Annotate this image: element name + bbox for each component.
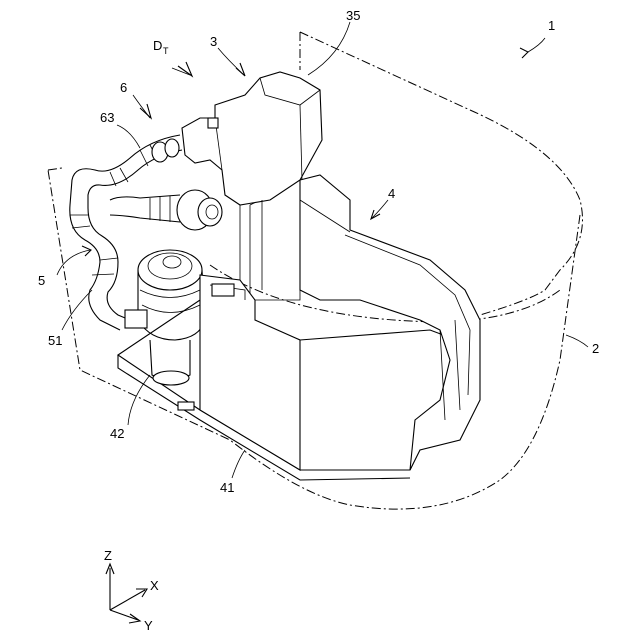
label-pump: 51 bbox=[48, 333, 62, 348]
label-top-part: 35 bbox=[346, 8, 360, 23]
axis-x-label: X bbox=[150, 578, 159, 593]
axis-z-label: Z bbox=[104, 548, 112, 563]
label-duct: 4 bbox=[388, 186, 395, 201]
label-toilet: 1 bbox=[548, 18, 555, 33]
coordinate-axes bbox=[106, 564, 147, 623]
label-pipe-5: 5 bbox=[38, 273, 45, 288]
hose-5 bbox=[70, 205, 130, 330]
label-tray: 41 bbox=[220, 480, 234, 495]
label-joint: 63 bbox=[100, 110, 114, 125]
label-pipe-6: 6 bbox=[120, 80, 127, 95]
label-unit: 3 bbox=[210, 34, 217, 49]
label-dt-sub: T bbox=[163, 46, 169, 56]
pipe-connector bbox=[110, 190, 222, 230]
label-bowl: 2 bbox=[592, 341, 599, 356]
axis-y-label: Y bbox=[144, 618, 153, 633]
front-cabinet bbox=[200, 275, 300, 470]
label-drain: 42 bbox=[110, 426, 124, 441]
label-dt-main: D bbox=[153, 38, 162, 53]
